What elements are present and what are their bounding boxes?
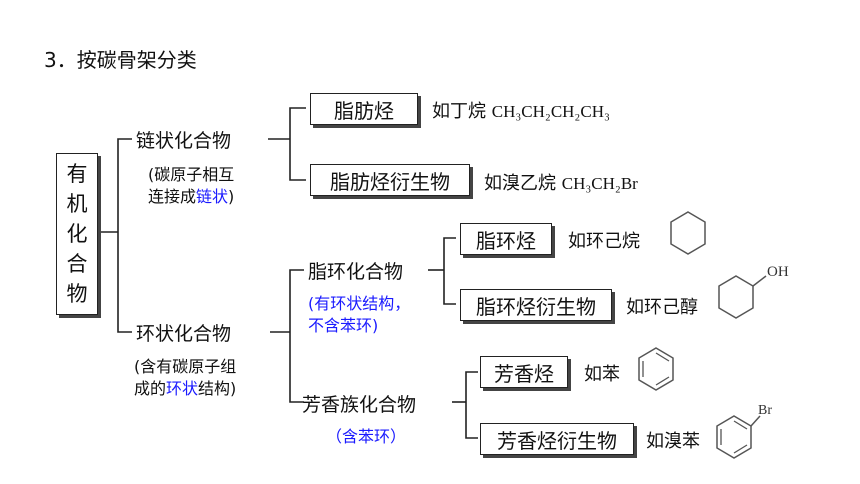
chain-note-highlight: 链状 xyxy=(196,187,229,206)
alicyclic-note-line2: 不含苯环) xyxy=(308,316,379,335)
aliphatic-hydrocarbon-label: 脂肪烃 xyxy=(334,98,394,123)
bromoethane-formula: CH₃CH₂Br xyxy=(561,174,638,193)
cyclohexane-example: 如环己烷 xyxy=(568,231,640,252)
hydroxyl-label: OH xyxy=(767,264,789,280)
chain-note-line2: 连接成链状) xyxy=(148,186,234,208)
root-char-4: 合 xyxy=(66,252,88,276)
aromatic-hydrocarbon-box: 芳香烃 xyxy=(480,356,568,388)
root-char-3: 化 xyxy=(66,222,88,246)
bromobenzene-structure-icon: Br xyxy=(716,403,772,459)
aromatic-hydrocarbon-label: 芳香烃 xyxy=(494,361,554,386)
bromobenzene-example: 如溴苯 xyxy=(646,431,700,452)
alicyclic-note-line1: (有环状结构， xyxy=(308,294,411,313)
ring-note-highlight: 环状 xyxy=(166,379,199,398)
butane-example: 如丁烷 CH₃CH₂CH₂CH₃ xyxy=(432,97,610,123)
aromatic-compound-label: 芳香族化合物 xyxy=(302,394,417,416)
ring-note-line1: (含有碳原子组 xyxy=(134,357,237,376)
chain-compound-label: 链状化合物 xyxy=(136,130,232,152)
benzene-structure-icon xyxy=(638,347,674,391)
butane-formula: CH₃CH₂CH₂CH₃ xyxy=(491,102,610,121)
alicyclic-hydrocarbon-label: 脂环烃 xyxy=(476,228,536,253)
ring-compound-label: 环状化合物 xyxy=(136,323,232,345)
cyclohexane-structure-icon xyxy=(670,211,706,255)
aromatic-note: （含苯环） xyxy=(326,427,407,446)
aromatic-derivative-box: 芳香烃衍生物 xyxy=(480,423,634,455)
chain-note-text: 连接成 xyxy=(148,187,197,206)
cyclohexanol-example: 如环己醇 xyxy=(626,297,698,318)
chain-compound-note: (碳原子相互 连接成链状) xyxy=(148,164,234,208)
cyclohexanol-structure-icon: OH xyxy=(718,264,789,319)
root-char-2: 机 xyxy=(66,192,88,216)
ring-compound-note: (含有碳原子组 成的环状结构) xyxy=(134,356,236,400)
ring-note-line2: 成的环状结构) xyxy=(134,378,236,400)
aromatic-derivative-label: 芳香烃衍生物 xyxy=(497,428,617,453)
aliphatic-derivative-box: 脂肪烃衍生物 xyxy=(310,164,470,196)
alicyclic-hydrocarbon-box: 脂环烃 xyxy=(460,223,552,255)
bromo-label: Br xyxy=(758,403,772,418)
ring-note-text: 成的 xyxy=(134,379,167,398)
alicyclic-derivative-label: 脂环烃衍生物 xyxy=(476,294,596,319)
section-title: 3．按碳骨架分类 xyxy=(44,48,197,72)
chain-note-close: ) xyxy=(228,187,235,206)
bromoethane-prefix: 如溴乙烷 xyxy=(484,173,556,194)
aliphatic-hydrocarbon-box: 脂肪烃 xyxy=(310,93,418,125)
butane-prefix: 如丁烷 xyxy=(432,101,486,122)
root-char-1: 有 xyxy=(66,162,88,186)
bromoethane-example: 如溴乙烷 CH₃CH₂Br xyxy=(484,169,638,195)
alicyclic-derivative-box: 脂环烃衍生物 xyxy=(460,289,612,321)
benzene-example: 如苯 xyxy=(584,364,620,385)
alicyclic-compound-label: 脂环化合物 xyxy=(308,261,404,283)
alicyclic-note: (有环状结构， 不含苯环) xyxy=(308,293,410,337)
aliphatic-derivative-label: 脂肪烃衍生物 xyxy=(330,169,450,194)
organic-compound-box: 有 机 化 合 物 xyxy=(56,153,98,315)
root-char-5: 物 xyxy=(66,282,88,306)
ring-note-close: 结构) xyxy=(198,379,237,398)
chain-note-line1: (碳原子相互 xyxy=(148,165,235,184)
